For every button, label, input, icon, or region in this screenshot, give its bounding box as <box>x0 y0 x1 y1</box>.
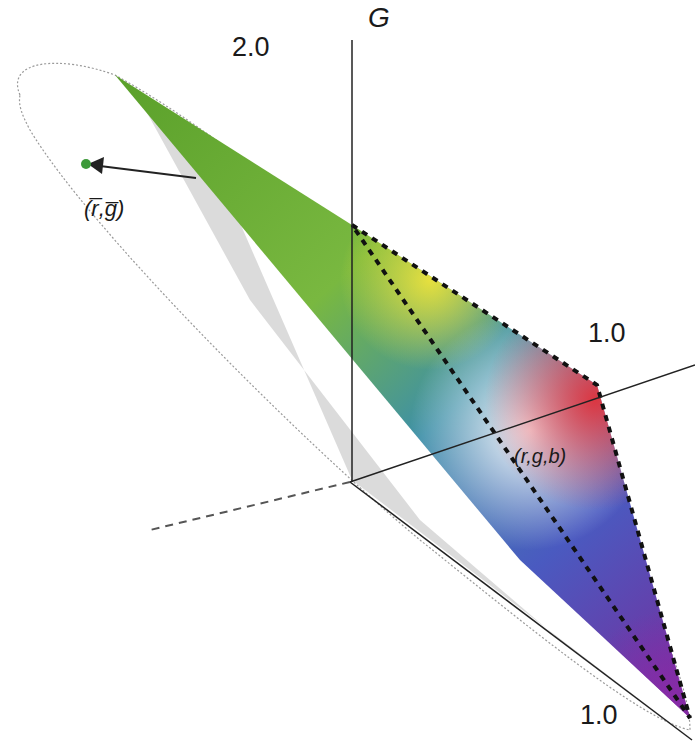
point-label: (r̅,g̅) <box>84 198 124 220</box>
axis-name: G <box>368 4 390 32</box>
point-label: (r,g,b) <box>514 446 566 466</box>
tick-value: 1.0 <box>580 702 618 729</box>
tick-value: 1.0 <box>588 320 626 347</box>
tick-value: 2.0 <box>232 34 270 61</box>
